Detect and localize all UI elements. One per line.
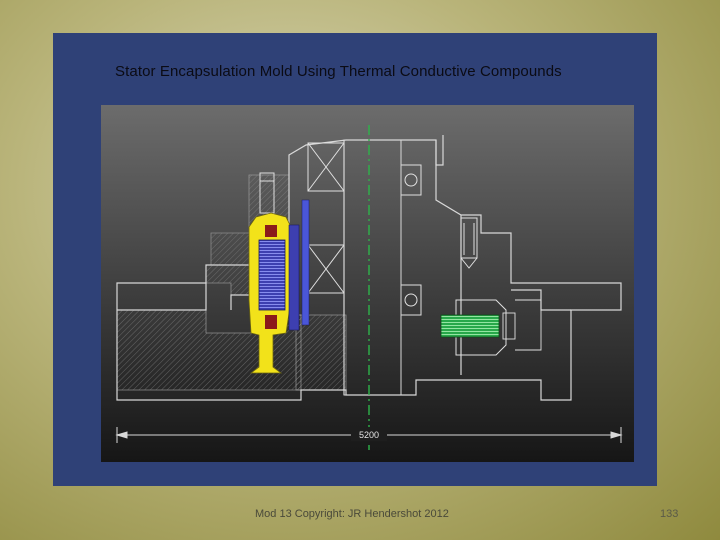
stator-winding-right (288, 224, 300, 331)
magnet-lower (265, 315, 277, 329)
slide-panel: Stator Encapsulation Mold Using Thermal … (53, 33, 657, 486)
bolt-left (259, 172, 275, 214)
slide-title: Stator Encapsulation Mold Using Thermal … (115, 63, 562, 80)
footer-copyright: Mod 13 Copyright: JR Hendershot 2012 (255, 508, 449, 520)
bolt-right (460, 217, 478, 269)
magnet-upper (265, 225, 277, 237)
page-number: 133 (660, 508, 679, 520)
rotor-shaft (343, 139, 402, 396)
stator-winding (258, 239, 286, 311)
rotor-magnet-strip (301, 199, 310, 326)
dimension-label: 5200 (359, 430, 379, 440)
green-gear (440, 314, 500, 338)
mold-cross-section-drawing: 5200 (101, 105, 634, 462)
output-gear-assembly (440, 299, 542, 356)
